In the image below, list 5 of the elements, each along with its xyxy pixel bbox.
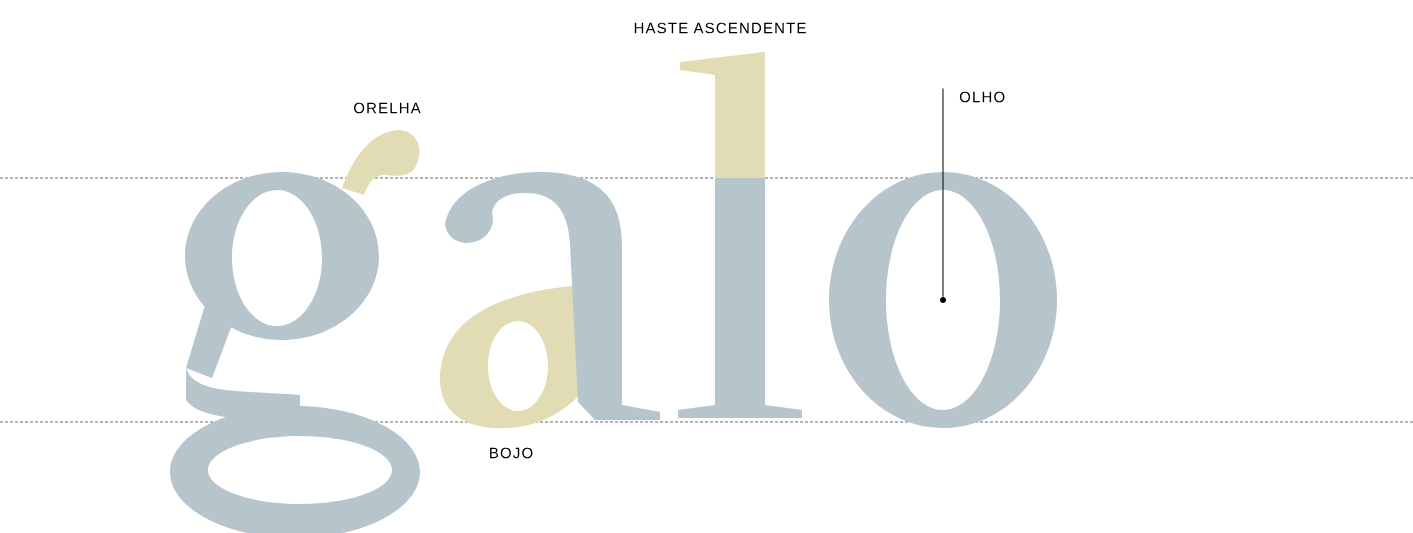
part-label: HASTE ASCENDENTE	[634, 22, 806, 34]
part-label: BOJO	[490, 447, 533, 459]
leader-line	[942, 88, 944, 298]
part-label: OLHO	[959, 91, 1005, 103]
part-label: ORELHA	[354, 102, 421, 114]
